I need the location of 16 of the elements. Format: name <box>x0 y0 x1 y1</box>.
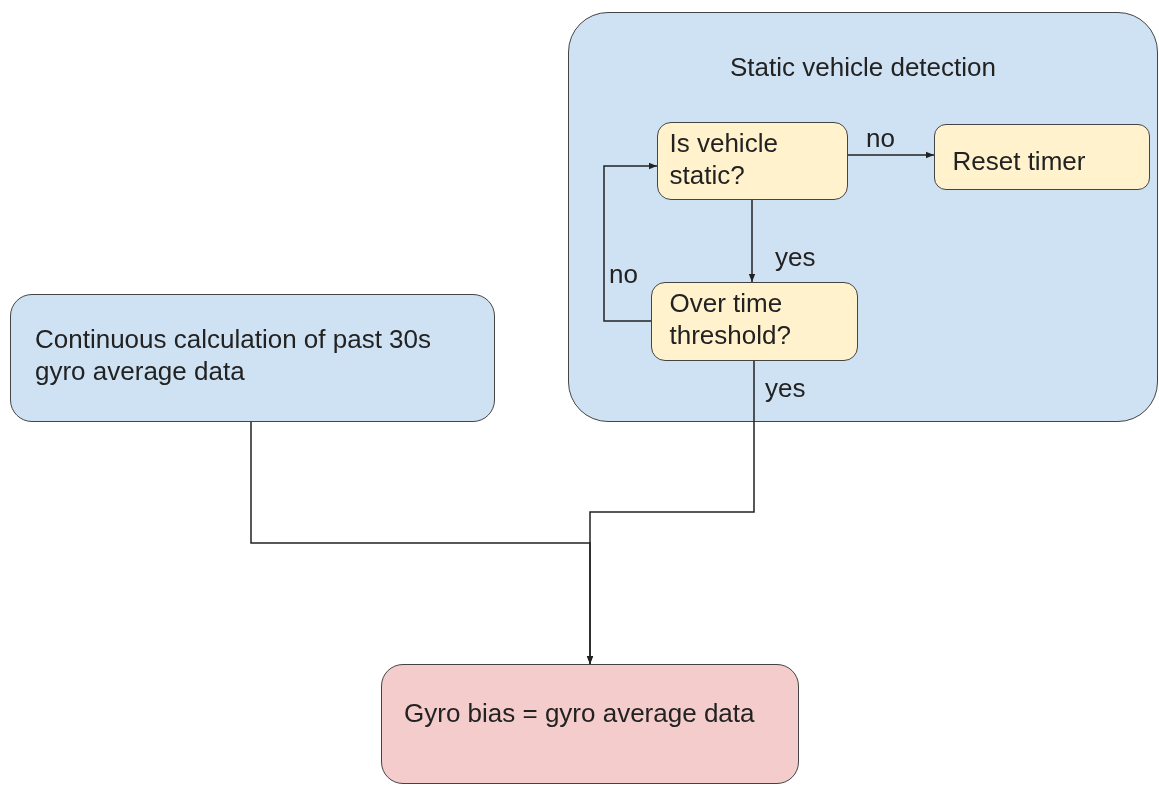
result-box <box>381 664 799 784</box>
node-text: Over time threshold? <box>669 286 792 351</box>
decision-box <box>656 121 848 200</box>
connector-arrow <box>603 162 658 322</box>
group-heading: Static vehicle detection <box>730 51 996 83</box>
process-box <box>10 294 495 422</box>
node-text: Reset timer <box>952 144 1087 177</box>
node-text: Continuous calculation of past 30s gyro average data <box>35 323 433 387</box>
connector-arrow <box>250 421 594 665</box>
connector-arrow <box>847 151 935 159</box>
node-text: Is vehicle static? <box>669 126 779 191</box>
group-panel <box>568 12 1158 422</box>
decision-box <box>650 281 858 361</box>
process-box <box>933 123 1150 190</box>
connector-arrow <box>748 199 756 283</box>
node-text: Gyro bias = gyro average data <box>404 697 756 729</box>
